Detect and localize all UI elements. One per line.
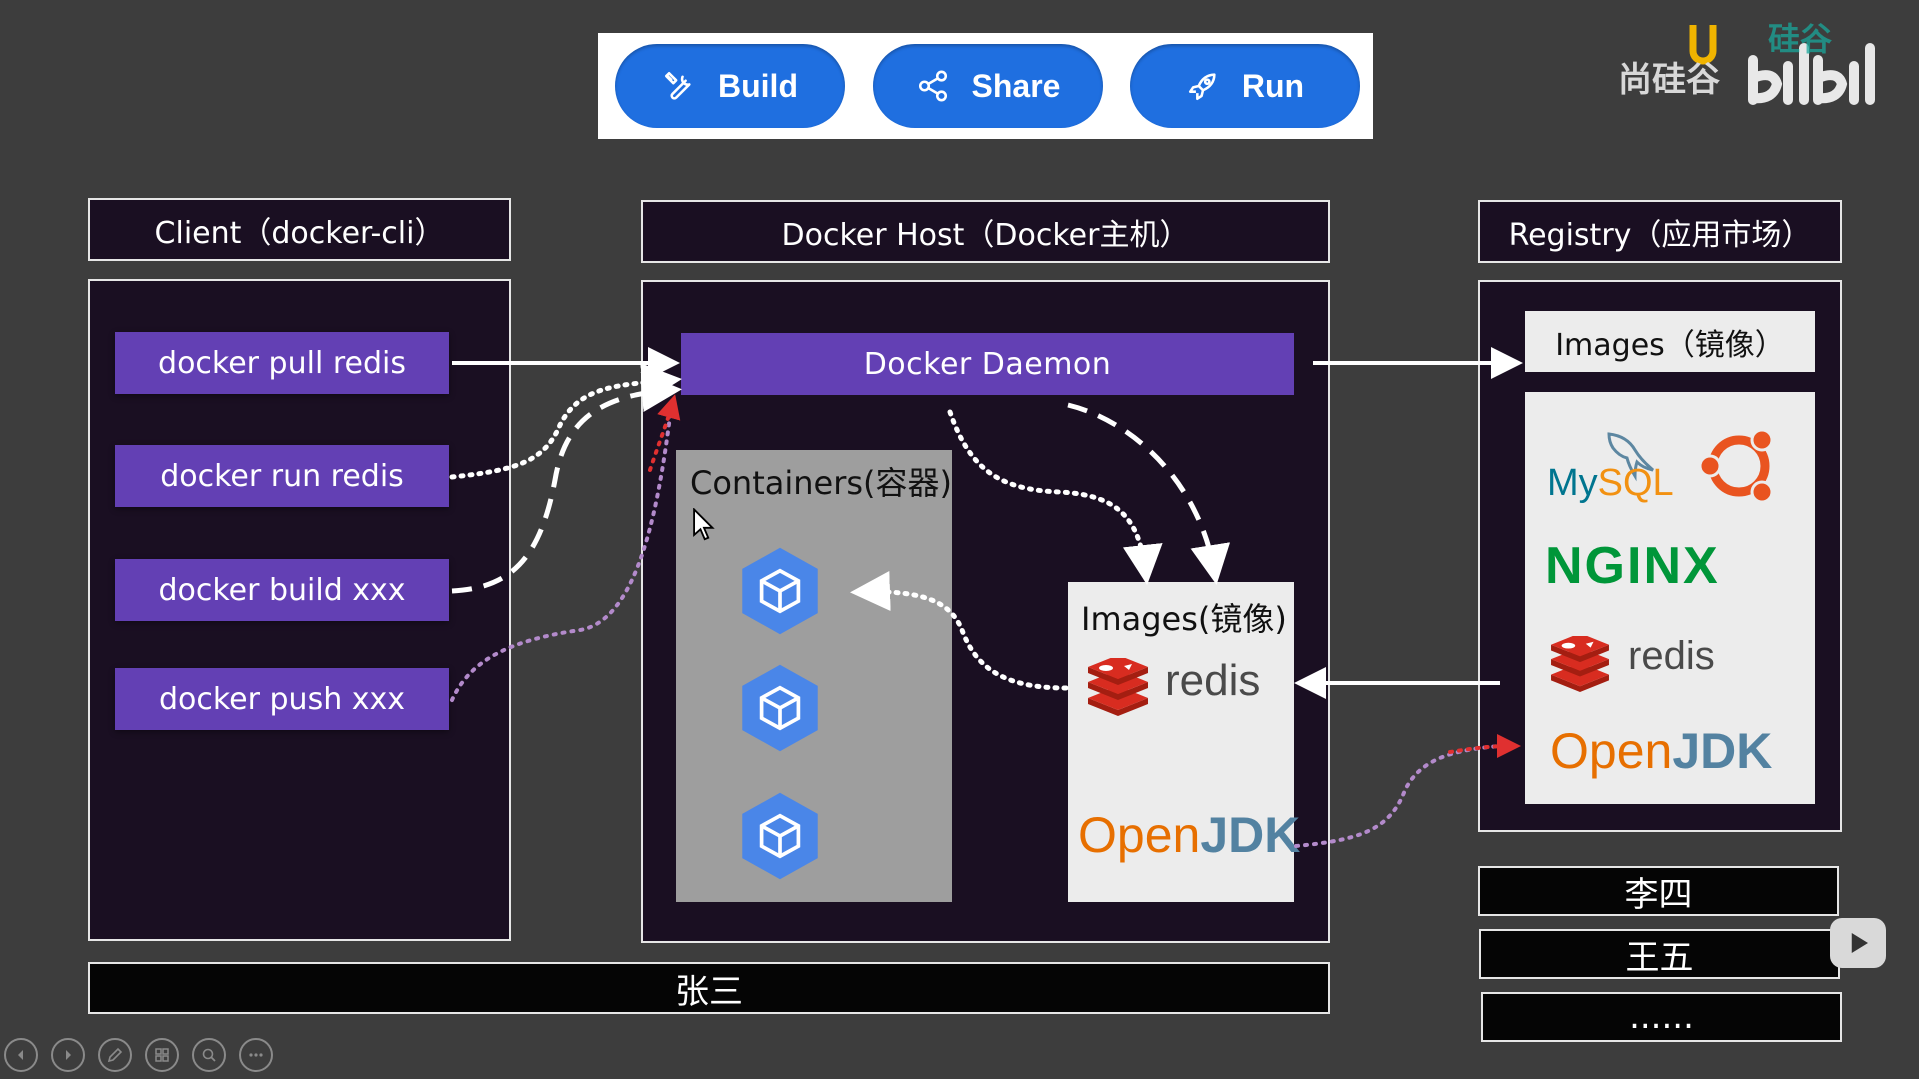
registry-openjdk-logo: OpenJDK [1550, 722, 1772, 780]
cmd-docker-push[interactable]: docker push xxx [115, 668, 449, 730]
prev-icon [18, 1050, 23, 1060]
docker-host-header: Docker Host（Docker主机） [641, 200, 1330, 263]
mysql-dolphin-icon [1607, 432, 1654, 482]
registry-header: Registry（应用市场） [1478, 200, 1842, 263]
user-more: ...... [1481, 992, 1842, 1042]
ubuntu-icon [1698, 428, 1774, 504]
host-openjdk-logo-text: OpenJDK [1078, 807, 1301, 863]
container-hexagon-icon[interactable] [734, 790, 826, 882]
registry-redis-logo-text: redis [1628, 634, 1715, 678]
pen-icon [107, 1047, 123, 1063]
share-button[interactable]: Share [873, 44, 1103, 128]
container-hexagon-icon[interactable] [734, 545, 826, 637]
cmd-docker-run[interactable]: docker run redis [115, 445, 449, 507]
container-hexagon-icon[interactable] [734, 662, 826, 754]
mouse-cursor-icon [693, 508, 715, 541]
next-icon [66, 1050, 71, 1060]
nginx-logo-text: NGINX [1545, 537, 1720, 595]
host-openjdk-logo: OpenJDK [1078, 806, 1300, 864]
host-redis-logo-text: redis [1165, 656, 1261, 705]
play-icon [1851, 933, 1868, 953]
mysql-logo-text: MySQL [1547, 462, 1674, 504]
run-label: Run [1241, 67, 1305, 104]
registry-openjdk-logo-text: OpenJDK [1550, 723, 1773, 779]
prev-slide-button[interactable] [4, 1038, 38, 1072]
zoom-button[interactable] [192, 1038, 226, 1072]
video-play-button[interactable] [1830, 918, 1886, 968]
user-wangwu: 王五 [1479, 929, 1840, 979]
more-options-button[interactable] [239, 1038, 273, 1072]
toolbar: Build Share Run [598, 33, 1373, 139]
share-icon [918, 70, 947, 102]
rocket-icon [1188, 73, 1216, 101]
more-icon [249, 1053, 263, 1057]
user-lisi: 李四 [1478, 866, 1839, 916]
slide-controls [4, 1038, 273, 1072]
redis-icon [1088, 658, 1148, 716]
registry-images-header: Images（镜像） [1525, 311, 1815, 372]
cmd-docker-pull[interactable]: docker pull redis [115, 332, 449, 394]
containers-label: Containers(容器) [690, 464, 953, 502]
svg-text:硅谷: 硅谷 [1768, 20, 1832, 58]
redis-icon [1551, 636, 1609, 692]
grid-icon [155, 1048, 169, 1062]
watermark-brand-text: 尚硅谷 [1618, 60, 1720, 100]
run-button[interactable]: Run [1130, 44, 1360, 128]
mysql-logo: MySQL [1547, 462, 1674, 505]
cmd-docker-build[interactable]: docker build xxx [115, 559, 449, 621]
build-label: Build [718, 67, 798, 104]
pen-button[interactable] [98, 1038, 132, 1072]
bilibili-watermark-icon: 硅谷 [1689, 20, 1875, 105]
user-zhangsan: 张三 [88, 962, 1330, 1014]
host-images-label: Images(镜像) [1081, 600, 1287, 638]
search-icon [202, 1048, 216, 1062]
build-button[interactable]: Build [615, 44, 845, 128]
host-images-box [1068, 582, 1294, 902]
client-header: Client（docker-cli） [88, 198, 511, 261]
wrench-icon [664, 71, 691, 100]
share-label: Share [971, 67, 1061, 104]
next-slide-button[interactable] [51, 1038, 85, 1072]
docker-daemon[interactable]: Docker Daemon [681, 333, 1294, 395]
slides-grid-button[interactable] [145, 1038, 179, 1072]
